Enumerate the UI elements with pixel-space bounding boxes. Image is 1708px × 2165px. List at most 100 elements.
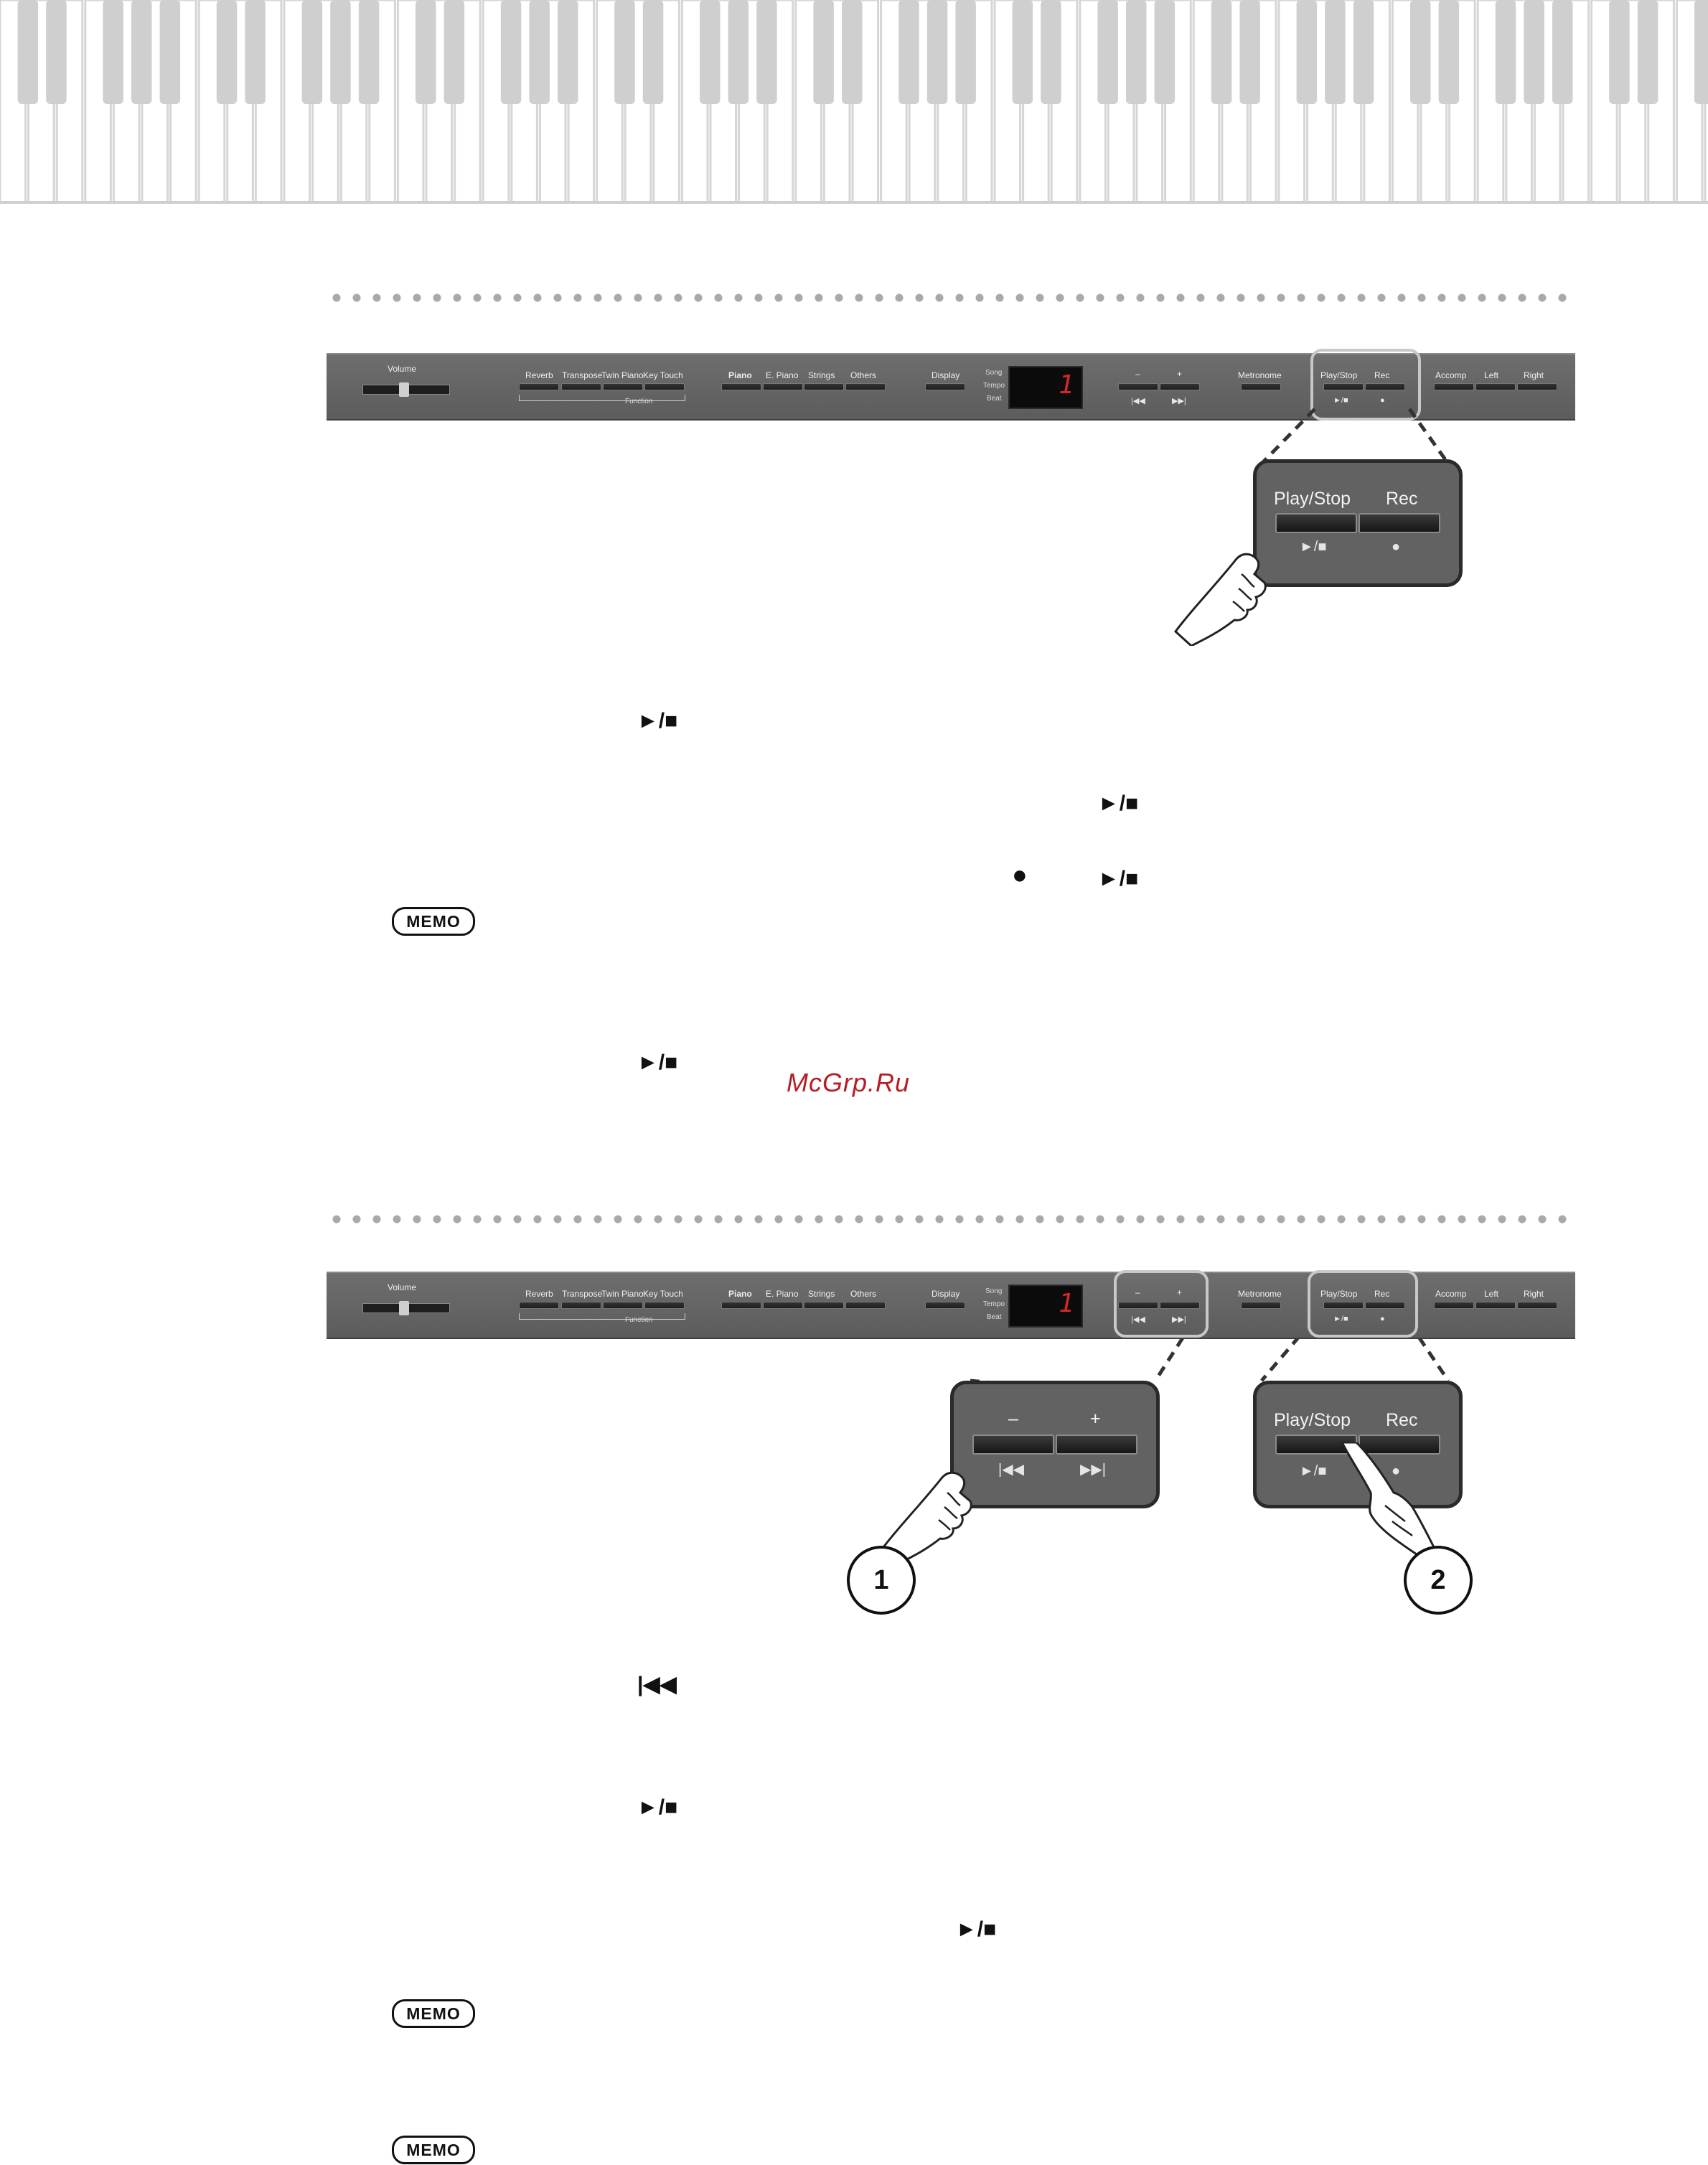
strings-label: Strings [808,1289,835,1299]
strings-label: Strings [808,370,835,380]
led-display: 1 [1008,1285,1083,1328]
black-key [416,0,436,104]
volume-slider[interactable] [362,1301,450,1315]
black-key [926,0,948,104]
left-button[interactable] [1475,383,1516,390]
accomp-label: Accomp [1435,370,1467,380]
reverb-button[interactable] [519,1302,559,1309]
black-key [1211,0,1232,104]
play-stop-label: Play/Stop [1320,370,1358,380]
rec-button[interactable] [1365,1302,1405,1309]
key-touch-label: Key Touch [643,1289,683,1299]
rec-zoom-label: Rec [1386,489,1418,509]
rec-dot-icon: ● [1012,860,1028,889]
volume-label: Volume [388,1282,417,1292]
black-key [756,0,777,104]
twin-piano-label: Twin Piano [601,1289,644,1299]
twin-piano-button[interactable] [603,1302,643,1309]
key-touch-button[interactable] [644,383,685,390]
metronome-button[interactable] [1241,383,1281,390]
black-key [216,0,238,104]
memo-badge: MEMO [392,2136,475,2164]
rec-button[interactable] [1365,383,1405,390]
led-display: 1 [1008,366,1083,409]
fast-forward-icon: ▶▶| [1172,1315,1186,1324]
play-stop-zoom-icon: ►/■ [1300,539,1327,555]
piano-button[interactable] [721,1302,761,1309]
black-key [245,0,266,104]
play-stop-icon: ►/■ [637,1795,678,1819]
accomp-button[interactable] [1434,383,1474,390]
accomp-button[interactable] [1434,1302,1474,1309]
black-key [642,0,664,104]
play-stop-zoom-button[interactable] [1275,513,1357,533]
black-key [46,0,67,104]
transpose-button[interactable] [561,383,601,390]
plus-button[interactable] [1160,383,1200,390]
black-key [358,0,380,104]
black-key [1410,0,1431,104]
control-panel: Volume Reverb Transpose Twin Piano Key T… [327,1272,1575,1339]
black-key [1609,0,1630,104]
pressing-hand-icon [879,1471,972,1564]
play-stop-button[interactable] [1323,1302,1364,1309]
minus-button[interactable] [1118,383,1158,390]
play-stop-button[interactable] [1323,383,1364,390]
plus-button[interactable] [1160,1302,1200,1309]
pressing-hand-icon [1341,1442,1437,1557]
key-touch-button[interactable] [644,1302,685,1309]
others-label: Others [850,370,877,380]
play-rec-zoom: Play/Stop Rec ►/■ ● [1253,459,1463,587]
right-button[interactable] [1517,383,1557,390]
rec-zoom-label: Rec [1386,1410,1418,1430]
volume-label: Volume [388,364,417,374]
piano-button[interactable] [721,383,761,390]
left-button[interactable] [1475,1302,1516,1309]
black-key [1154,0,1176,104]
volume-slider[interactable] [362,382,450,397]
display-button[interactable] [925,1302,965,1309]
rec-zoom-icon: ● [1392,1463,1401,1479]
plus-zoom-label: + [1090,1409,1101,1429]
plus-label: + [1177,369,1183,379]
e-piano-button[interactable] [763,383,803,390]
section-separator [327,1214,1575,1224]
metronome-button[interactable] [1241,1302,1281,1309]
reverb-label: Reverb [525,1289,553,1299]
step-number-1: 1 [847,1546,916,1615]
black-key [103,0,123,104]
minus-button[interactable] [1118,1302,1158,1309]
play-stop-zoom-label: Play/Stop [1274,1410,1351,1430]
memo-badge: MEMO [392,907,475,936]
reset-icon: |◀◀ [1131,1315,1145,1324]
black-key [1325,0,1346,104]
rec-zoom-button[interactable] [1359,1434,1440,1455]
play-stop-icon: ►/■ [637,1051,678,1074]
rec-label: Rec [1374,1289,1390,1299]
beat-label: Beat [987,395,1002,403]
others-button[interactable] [845,383,886,390]
watermark-text: McGrp.Ru [787,1068,911,1097]
black-key [1353,0,1374,104]
rec-icon: ● [1380,396,1385,405]
strings-button[interactable] [804,1302,844,1309]
others-button[interactable] [845,1302,886,1309]
display-button[interactable] [925,383,965,390]
minus-zoom-button[interactable] [972,1434,1054,1455]
function-bracket [519,395,685,401]
piano-label: Piano [728,1289,752,1299]
plus-zoom-button[interactable] [1056,1434,1137,1455]
black-key [1012,0,1033,104]
right-button[interactable] [1517,1302,1557,1309]
song-label: Song [985,369,1003,377]
left-label: Left [1484,1289,1499,1299]
reverb-button[interactable] [519,383,559,390]
black-key [558,0,578,104]
rec-zoom-button[interactable] [1359,513,1440,533]
rec-zoom-icon: ● [1392,539,1401,555]
metronome-label: Metronome [1238,1289,1282,1299]
e-piano-button[interactable] [763,1302,803,1309]
strings-button[interactable] [804,383,844,390]
twin-piano-button[interactable] [603,383,643,390]
transpose-button[interactable] [561,1302,601,1309]
